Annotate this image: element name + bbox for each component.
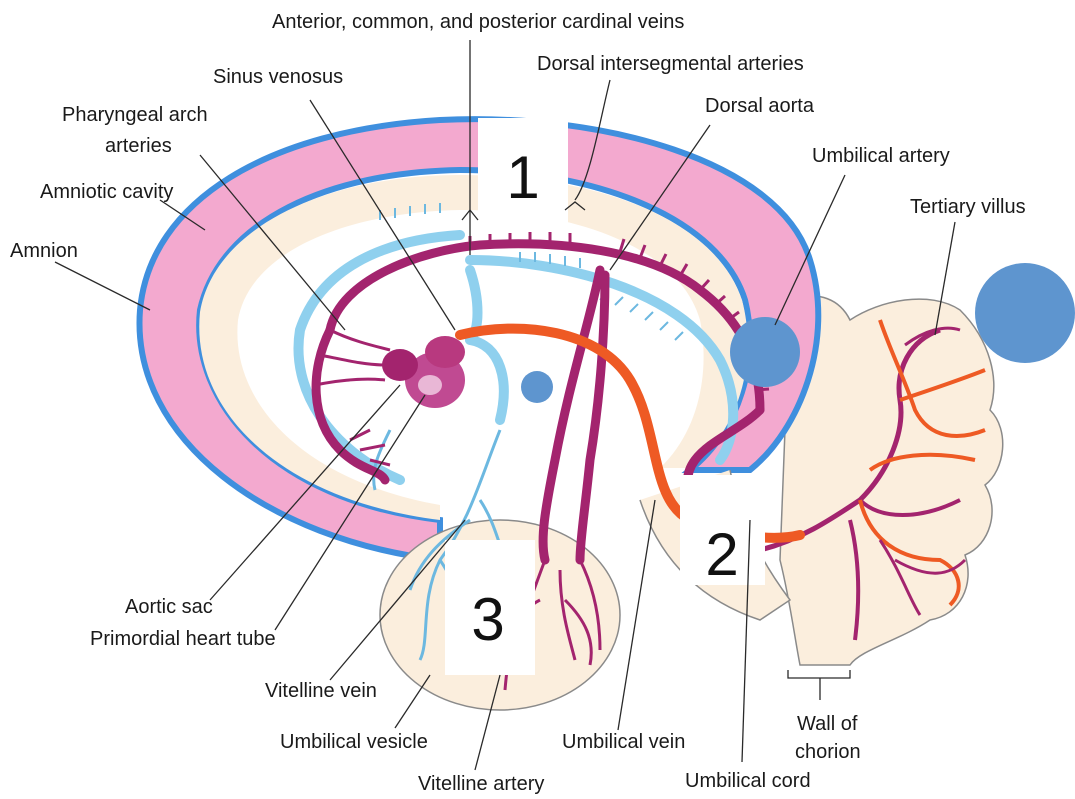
label-aortic-sac: Aortic sac <box>125 596 213 618</box>
common-cardinal-vein <box>470 340 504 420</box>
label-dorsal-intersegmental-arteries: Dorsal intersegmental arteries <box>537 53 804 75</box>
vitelline-artery <box>543 270 600 560</box>
number-2: 2 <box>705 521 738 588</box>
label-pharyngeal-arteries: arteries <box>105 135 172 157</box>
label-umbilical-artery: Umbilical artery <box>812 145 950 167</box>
sinus-venosus <box>425 336 465 368</box>
label-cardinal-veins: Anterior, common, and posterior cardinal… <box>272 11 684 33</box>
label-wall-of: Wall of <box>797 713 858 735</box>
label-chorion: chorion <box>795 741 861 763</box>
label-primordial-heart-tube: Primordial heart tube <box>90 628 276 650</box>
label-umbilical-vesicle: Umbilical vesicle <box>280 731 428 753</box>
label-pharyngeal-arch: Pharyngeal arch <box>62 104 208 126</box>
label-umbilical-vein: Umbilical vein <box>562 731 685 753</box>
number-3: 3 <box>471 586 504 653</box>
label-tertiary-villus: Tertiary villus <box>910 196 1026 218</box>
label-sinus-venosus: Sinus venosus <box>213 66 343 88</box>
marker-circle-villus <box>975 263 1075 363</box>
label-vitelline-artery: Vitelline artery <box>418 773 544 795</box>
label-amnion: Amnion <box>10 240 78 262</box>
marker-circle-sinus <box>521 371 553 403</box>
label-amniotic-cavity: Amniotic cavity <box>40 181 173 203</box>
aortic-sac <box>382 349 418 381</box>
label-dorsal-aorta: Dorsal aorta <box>705 95 815 117</box>
marker-circle-dorsal <box>730 317 800 387</box>
label-umbilical-cord: Umbilical cord <box>685 770 811 792</box>
heart-highlight <box>418 375 442 395</box>
label-vitelline-vein: Vitelline vein <box>265 680 377 702</box>
number-1: 1 <box>506 144 539 211</box>
